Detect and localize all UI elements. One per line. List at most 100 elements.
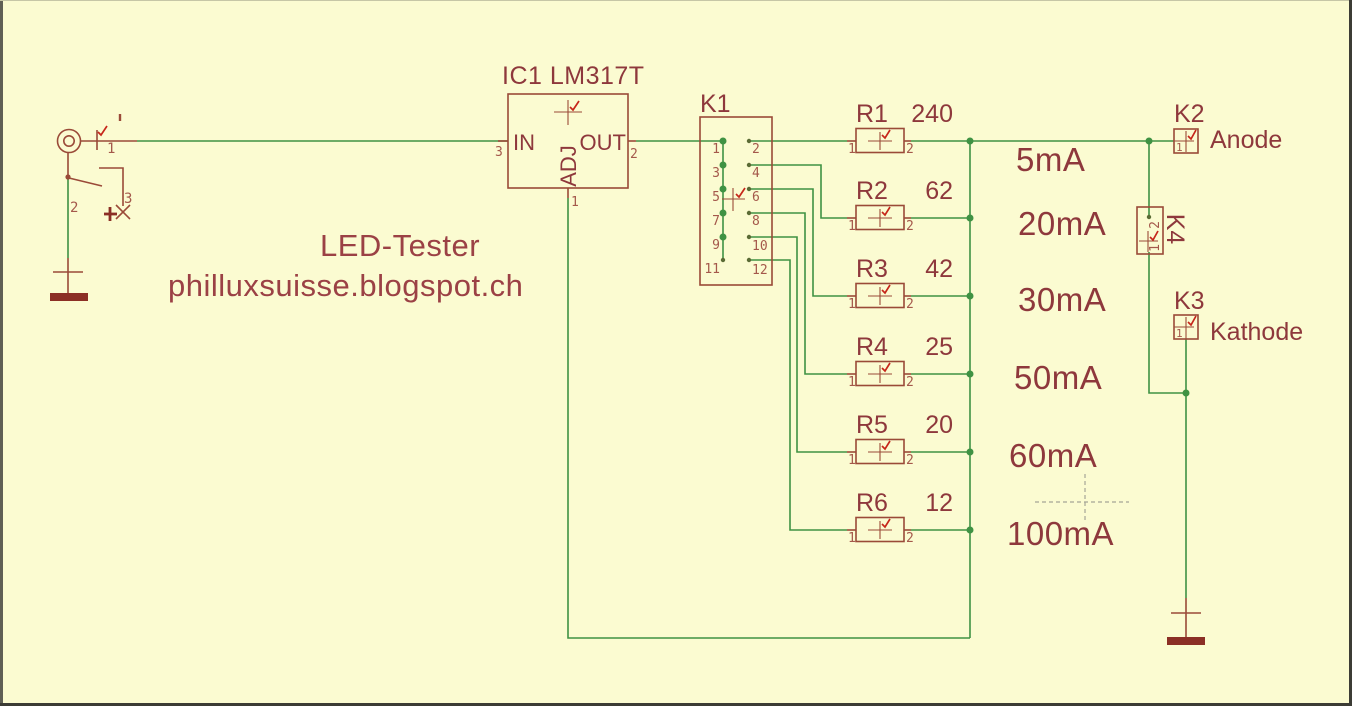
r2-value: 62 <box>925 177 953 205</box>
resistor-body <box>855 516 905 543</box>
wires <box>67 140 1187 639</box>
ground-bar <box>50 293 88 301</box>
ic1-pin-adj-label: ADJ <box>556 145 581 187</box>
svg-text:8: 8 <box>752 214 760 229</box>
svg-text:2: 2 <box>906 453 914 468</box>
power-jack: 1 2 3 <box>56 114 137 221</box>
svg-text:9: 9 <box>712 238 720 253</box>
k4-connector: 2 1 K4 <box>1136 206 1189 255</box>
resistor-r2: R2 62 1 2 <box>847 177 953 234</box>
k2-title: K2 <box>1174 100 1205 128</box>
jack-inner-ring <box>62 135 75 148</box>
current-label-r3: 30mA <box>1018 281 1106 318</box>
jack-plus-mark <box>104 207 117 221</box>
annotation-text: LED-Tester philluxsuisse.blogspot.ch <box>168 228 523 303</box>
resistor-body <box>855 204 905 231</box>
k1-connector: K1 1 2 3 4 5 6 7 8 9 10 11 12 <box>699 90 773 286</box>
r4-name: R4 <box>856 333 888 361</box>
wire-adj-feedback-loop <box>567 198 970 639</box>
annotation-line1: LED-Tester <box>320 228 480 263</box>
ic1-pin-in-label: IN <box>513 130 535 155</box>
svg-text:4: 4 <box>752 166 760 181</box>
k4-pin1-number: 1 <box>1148 244 1163 252</box>
ic1-check-icon <box>569 100 580 112</box>
resistor-body <box>855 282 905 309</box>
svg-text:2: 2 <box>906 375 914 390</box>
svg-text:7: 7 <box>712 214 720 229</box>
k3-pin-number: 1 <box>1176 327 1183 340</box>
jack-outer-ring <box>56 128 82 154</box>
svg-text:1: 1 <box>712 142 720 157</box>
k3-check-icon <box>1187 315 1197 327</box>
jack-pin3-x-mark <box>115 204 131 220</box>
resistor-r1: R1 240 1 2 <box>847 100 953 157</box>
svg-text:2: 2 <box>906 219 914 234</box>
resistor-body <box>855 438 905 465</box>
k1-check-icon <box>735 187 746 199</box>
svg-text:2: 2 <box>752 142 760 157</box>
svg-text:1: 1 <box>848 219 856 234</box>
resistor-r6: R6 12 1 2 <box>847 489 953 546</box>
svg-text:1: 1 <box>848 531 856 546</box>
k2-pin-number: 1 <box>1176 141 1183 154</box>
jack-pin2-number: 2 <box>70 200 78 216</box>
svg-text:1: 1 <box>848 142 856 157</box>
svg-text:5: 5 <box>712 190 720 205</box>
k1-origin-cross <box>722 188 745 211</box>
jack-pin3-path <box>99 167 124 206</box>
r2-name: R2 <box>856 177 888 205</box>
current-labels: 5mA 20mA 30mA 50mA 60mA 100mA <box>1007 141 1114 552</box>
current-label-r5: 60mA <box>1009 437 1097 474</box>
current-label-r1: 5mA <box>1016 141 1085 178</box>
k1-title: K1 <box>700 90 731 118</box>
resistor-r4: R4 25 1 2 <box>847 333 953 390</box>
k3-title: K3 <box>1174 287 1205 315</box>
ic1-pin2-number: 2 <box>630 147 638 162</box>
ic1-lm317t: IC1 LM317T IN OUT ADJ 3 2 1 <box>495 62 644 210</box>
k3-connector: K3 1 Kathode <box>1173 287 1303 346</box>
resistor-body <box>855 360 905 387</box>
wire-k1pin10-to-r5 <box>749 236 847 453</box>
origin-crosshair <box>1035 474 1129 521</box>
ground-symbol-left <box>50 258 88 301</box>
resistor-body <box>855 127 905 154</box>
k2-label-anode: Anode <box>1210 126 1282 154</box>
resistor-r3: R3 42 1 2 <box>847 255 953 312</box>
annotation-line2: philluxsuisse.blogspot.ch <box>168 268 523 303</box>
r4-value: 25 <box>925 333 953 361</box>
wire-k1pin4-to-r2 <box>749 164 847 219</box>
k4-body <box>1136 206 1164 255</box>
svg-text:2: 2 <box>906 297 914 312</box>
k1-pin-dots <box>720 138 752 263</box>
r3-value: 42 <box>925 255 953 283</box>
svg-text:11: 11 <box>704 262 720 277</box>
svg-text:10: 10 <box>752 239 768 254</box>
r1-check-icon <box>881 129 891 140</box>
wire-k1pin12-to-r6 <box>749 259 847 531</box>
r5-check-icon <box>881 440 891 451</box>
svg-text:3: 3 <box>712 166 720 181</box>
r5-value: 20 <box>925 411 953 439</box>
k2-connector: K2 1 Anode <box>1173 100 1282 154</box>
ic1-pin-out-label: OUT <box>580 130 626 155</box>
r3-name: R3 <box>856 255 888 283</box>
svg-text:2: 2 <box>906 142 914 157</box>
junction-dots <box>719 137 1190 534</box>
r5-name: R5 <box>856 411 888 439</box>
svg-text:1: 1 <box>848 375 856 390</box>
k2-check-icon <box>1187 129 1197 141</box>
k4-pin2-dot <box>1146 214 1152 220</box>
jack-pin3-number: 3 <box>124 191 132 207</box>
svg-text:1: 1 <box>848 297 856 312</box>
k1-pin-numbers: 1 2 3 4 5 6 7 8 9 10 11 12 <box>704 142 767 278</box>
k1-body <box>699 116 773 286</box>
ic1-pin1-number: 1 <box>571 195 579 210</box>
k4-pin2-number: 2 <box>1148 221 1163 229</box>
current-label-r4: 50mA <box>1014 359 1102 396</box>
svg-text:6: 6 <box>752 190 760 205</box>
current-label-r6: 100mA <box>1007 515 1114 552</box>
jack-pin1-number: 1 <box>107 141 115 157</box>
jack-switch-arm <box>68 177 103 187</box>
wire-k1pin6-to-r3 <box>749 188 847 297</box>
